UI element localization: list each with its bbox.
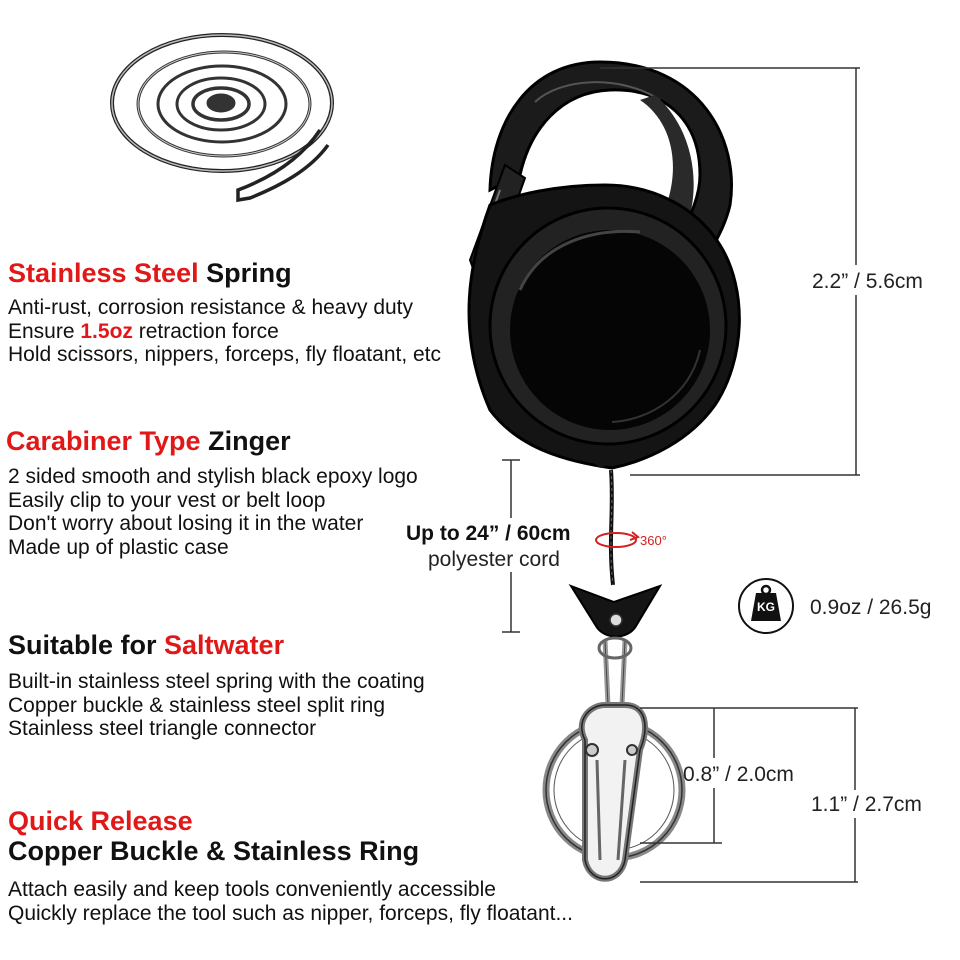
weight-badge-label: KG (757, 600, 775, 614)
cord-material-label: polyester cord (428, 548, 560, 571)
spring-heading: Stainless Steel Spring (8, 260, 292, 287)
saltwater-heading-red: Saltwater (164, 630, 285, 660)
weight-icon (738, 578, 794, 634)
carabiner-zinger-image (467, 60, 741, 470)
split-ring-buckle-image (542, 636, 686, 882)
spring-line-3: Hold scissors, nippers, forceps, fly flo… (8, 343, 442, 366)
spring-heading-black: Spring (206, 258, 292, 288)
ring-dimension-label: 1.1” / 2.7cm (811, 793, 922, 816)
triangle-connector-image (568, 584, 663, 638)
saltwater-description: Built-in stainless steel spring with the… (8, 670, 425, 741)
spring-line-2-post: retraction force (132, 319, 279, 343)
cord-dimension-lines (502, 459, 520, 633)
carabiner-line-4: Made up of plastic case (8, 535, 229, 559)
carabiner-heading: Carabiner Type Zinger (6, 428, 291, 455)
rotation-icon (595, 531, 640, 548)
carabiner-line-2: Easily clip to your vest or belt loop (8, 488, 326, 512)
steel-spring-image (110, 33, 334, 203)
release-heading-red: Quick Release (8, 806, 193, 836)
saltwater-line-2: Copper buckle & stainless steel split ri… (8, 693, 386, 717)
release-heading-black: Copper Buckle & Stainless Ring (8, 836, 420, 866)
rotation-label: 360° (640, 533, 667, 548)
buckle-dimension-label: 0.8” / 2.0cm (683, 763, 794, 786)
spring-line-2: Ensure 1.5oz retraction force (8, 320, 441, 344)
height-dimension-lines (600, 67, 860, 476)
weight-label: 0.9oz / 26.5g (810, 596, 932, 619)
polyester-cord-image (608, 469, 615, 586)
carabiner-line-1: 2 sided smooth and stylish black epoxy l… (8, 465, 418, 488)
release-description: Attach easily and keep tools convenientl… (8, 878, 573, 925)
saltwater-line-1: Built-in stainless steel spring with the… (8, 670, 425, 693)
carabiner-heading-red: Carabiner Type (6, 426, 201, 456)
spring-line-2-pre: Ensure (8, 319, 81, 343)
carabiner-heading-black: Zinger (208, 426, 291, 456)
spring-heading-red: Stainless Steel (8, 258, 199, 288)
cord-length-label: Up to 24” / 60cm (406, 522, 571, 545)
saltwater-heading-black: Suitable for (8, 630, 157, 660)
release-line-1: Attach easily and keep tools convenientl… (8, 878, 496, 901)
saltwater-heading: Suitable for Saltwater (8, 632, 284, 659)
spring-line-1: Anti-rust, corrosion resistance & heavy … (8, 296, 414, 319)
carabiner-description: 2 sided smooth and stylish black epoxy l… (8, 465, 418, 559)
spring-description: Anti-rust, corrosion resistance & heavy … (8, 296, 441, 367)
retraction-force-highlight: 1.5oz (80, 319, 133, 343)
buckle-dimension-lines (640, 707, 858, 883)
saltwater-line-3: Stainless steel triangle connector (8, 717, 317, 740)
carabiner-line-3: Don't worry about losing it in the water (8, 512, 364, 535)
height-dimension-label: 2.2” / 5.6cm (812, 270, 923, 293)
release-line-2: Quickly replace the tool such as nipper,… (8, 901, 573, 925)
